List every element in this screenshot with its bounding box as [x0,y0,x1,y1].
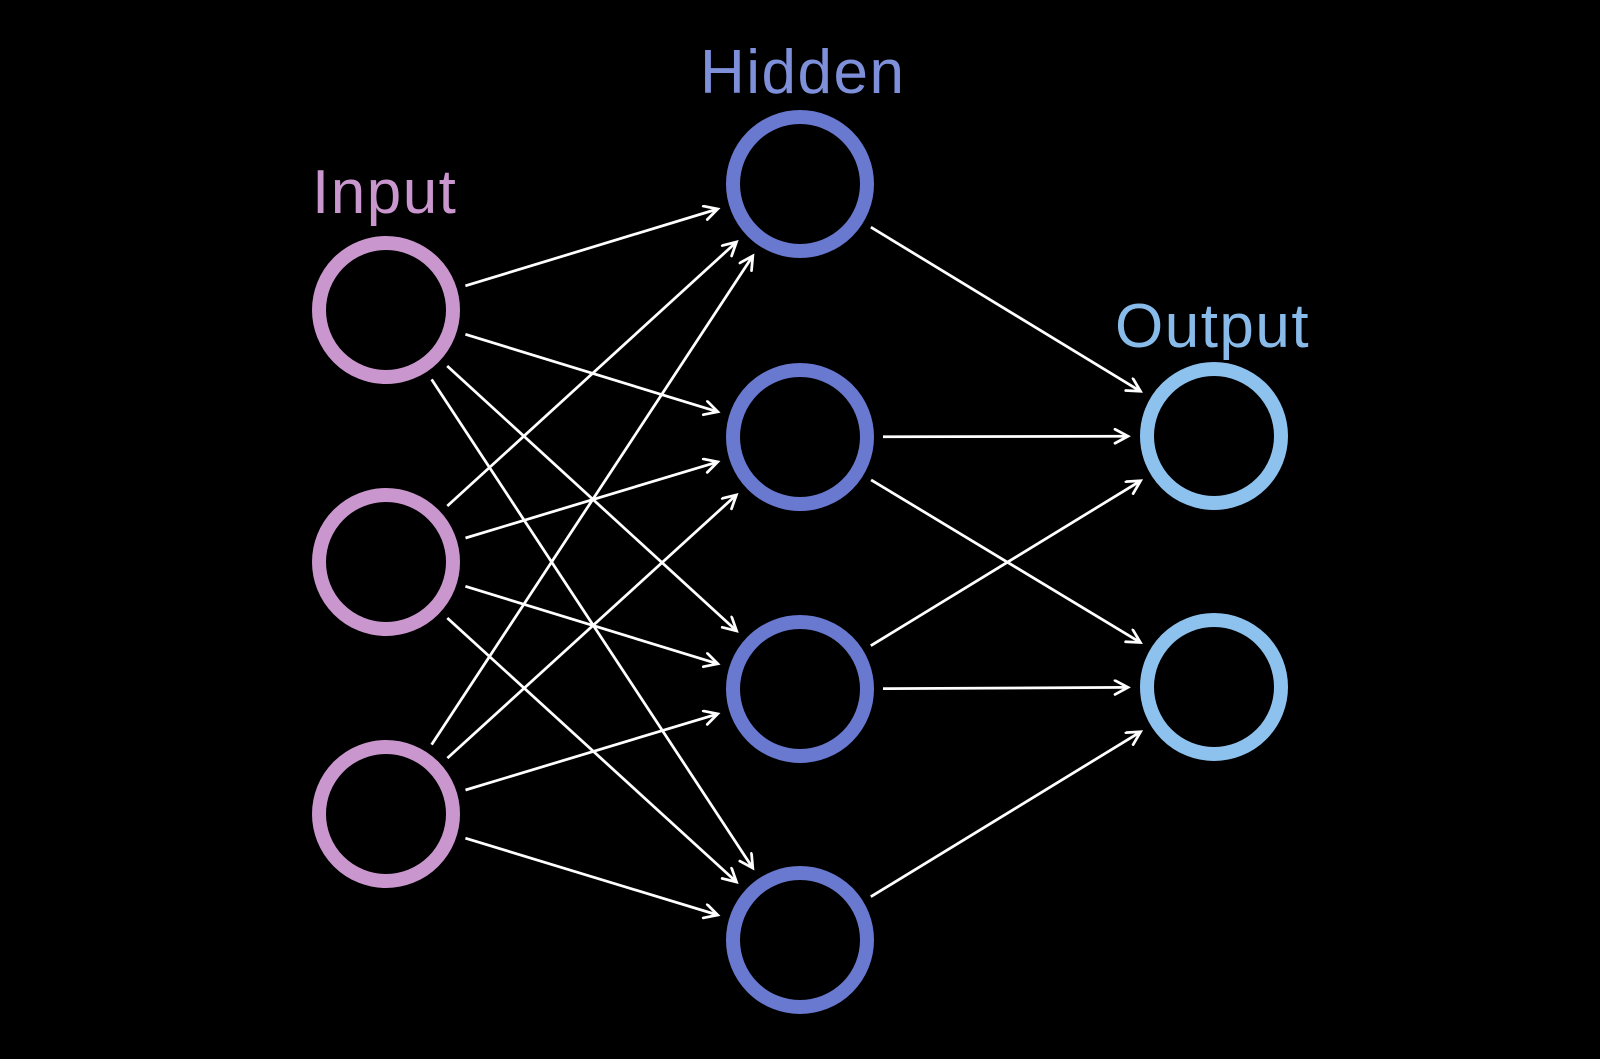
edge-i2-h4 [446,616,736,882]
edge-h3-o1 [870,481,1141,647]
edge-h2-o2 [870,478,1140,643]
output-node-2 [1140,613,1288,761]
edge-i3-h2 [446,495,736,760]
edge-h4-o2 [870,732,1141,898]
input-node-3 [312,740,460,888]
edge-i3-h1 [430,256,753,746]
input-node-1 [312,236,460,384]
input-layer-label: Input [312,158,457,227]
output-node-1 [1140,362,1288,510]
hidden-node-4 [726,866,874,1014]
edge-i3-h3 [465,714,718,792]
edge-h3-o2 [882,687,1128,688]
hidden-node-3 [726,615,874,763]
edge-h2-o1 [882,436,1128,437]
nodes-group [312,110,1288,1014]
edges-group [430,209,1141,915]
edge-h1-o1 [870,226,1141,391]
input-node-2 [312,488,460,636]
hidden-layer-label: Hidden [700,38,905,107]
edge-i1-h1 [464,209,717,288]
hidden-node-1 [726,110,874,258]
edge-i2-h1 [446,242,736,508]
edge-i3-h4 [464,836,717,915]
hidden-node-2 [726,363,874,511]
output-layer-label: Output [1115,292,1310,361]
edge-i1-h4 [430,378,753,868]
